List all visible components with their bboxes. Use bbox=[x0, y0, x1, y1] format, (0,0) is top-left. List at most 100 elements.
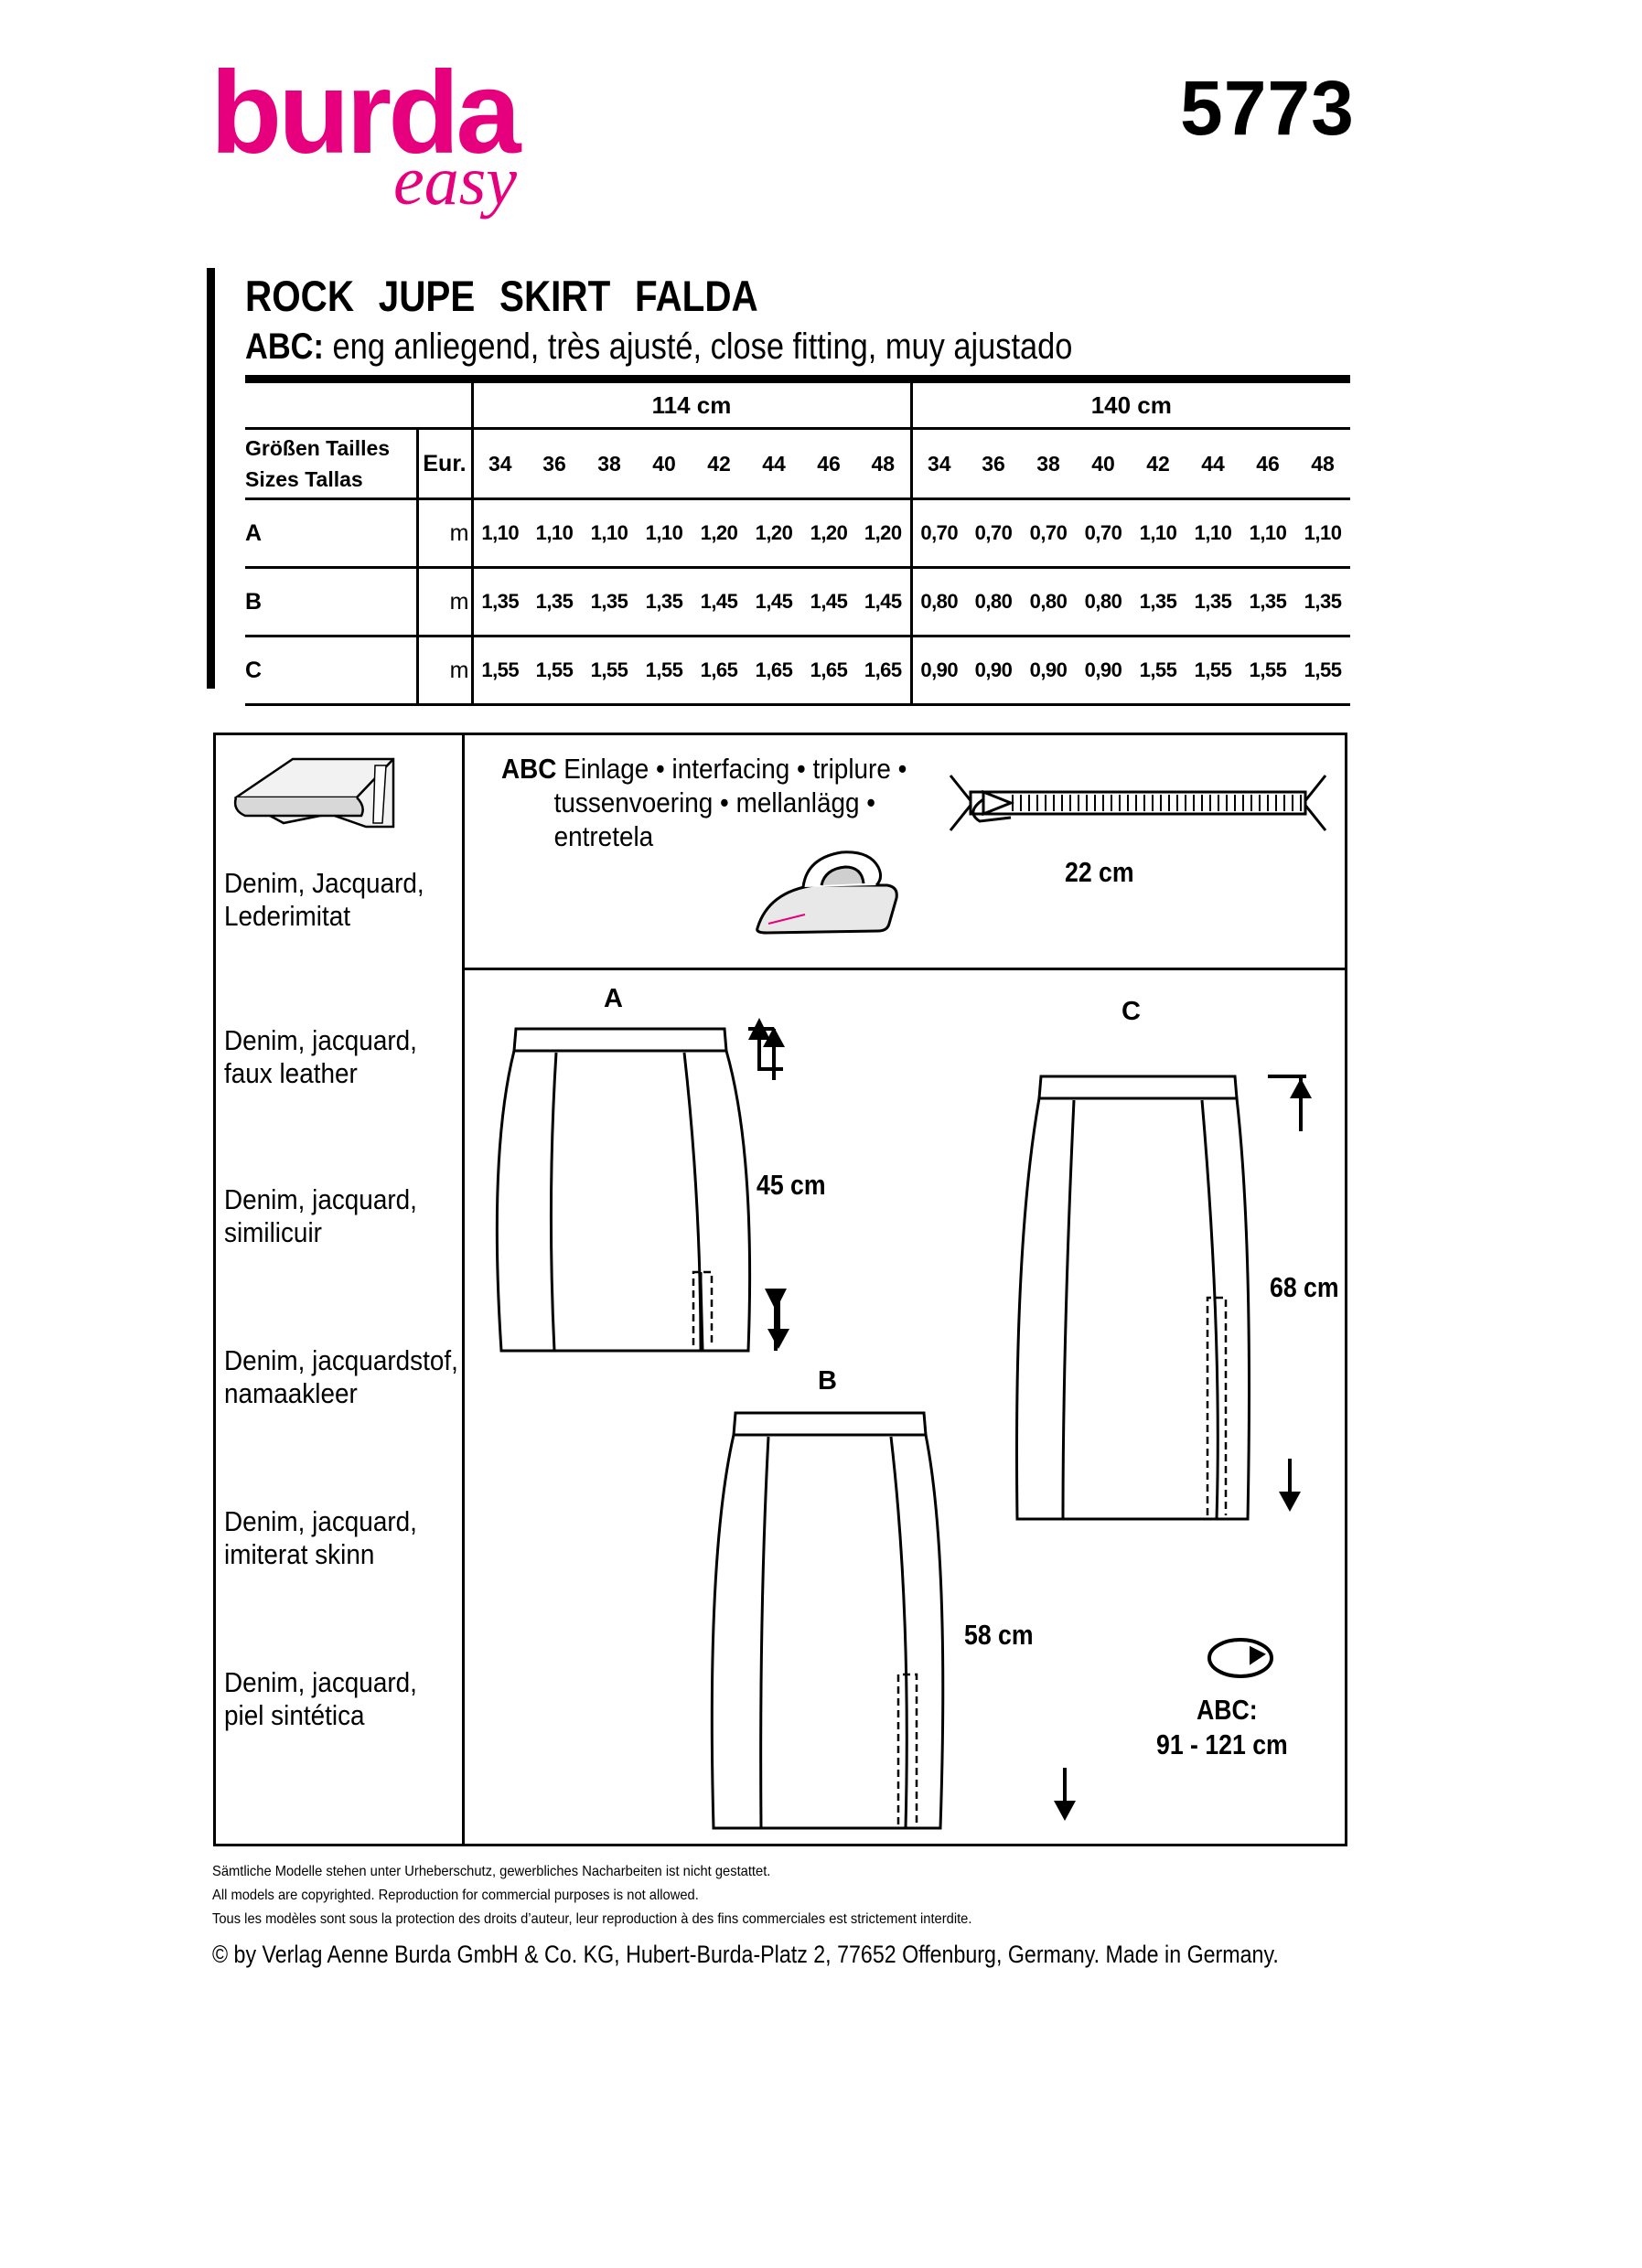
yardage-cell: 1,35 bbox=[1186, 567, 1240, 637]
yardage-cell: 0,70 bbox=[1021, 498, 1076, 569]
yardage-cell: 1,45 bbox=[692, 567, 746, 637]
yardage-table: 114 cm 140 cm Größen Tailles Sizes Talla… bbox=[245, 375, 1351, 706]
view-a-length: 45 cm bbox=[757, 1169, 826, 1201]
yardage-cell: 1,35 bbox=[1240, 567, 1295, 637]
fabric-line-2: piel sintética bbox=[224, 1699, 365, 1731]
size-header-cell: 34 bbox=[472, 428, 527, 500]
skirt-b-drawing bbox=[710, 1411, 945, 1830]
yardage-cell: 1,55 bbox=[1186, 636, 1240, 706]
yardage-cell: 1,10 bbox=[1131, 498, 1186, 569]
size-header-cell: 44 bbox=[1186, 428, 1240, 500]
interfacing-note: ABC Einlage • interfacing • triplure • t… bbox=[501, 752, 907, 853]
burda-easy-logo: burda easy bbox=[210, 48, 521, 217]
skirt-views-drawing bbox=[495, 1018, 1312, 1830]
yardage-cell: 1,10 bbox=[1186, 498, 1240, 569]
skirt-c-bottom-arrowhead bbox=[1279, 1492, 1301, 1512]
view-b-label: B bbox=[818, 1366, 837, 1396]
yardage-cell: 1,65 bbox=[801, 636, 856, 706]
iron-icon bbox=[756, 850, 898, 935]
size-header-cell: 42 bbox=[1131, 428, 1186, 500]
yardage-cell: 0,80 bbox=[911, 567, 966, 637]
yardage-cell: 1,10 bbox=[637, 498, 692, 569]
fabric-line-1: Denim, jacquard, bbox=[224, 1183, 417, 1215]
interfacing-line-3: entretela bbox=[553, 820, 654, 852]
yardage-cell: 1,45 bbox=[746, 567, 801, 637]
fabric-and-views-box bbox=[213, 733, 1347, 1846]
skirt-c-drawing bbox=[1015, 1075, 1250, 1521]
size-header-cell: 36 bbox=[527, 428, 582, 500]
width-140-header: 140 cm bbox=[911, 375, 1351, 430]
yardage-cell: 1,20 bbox=[692, 498, 746, 569]
yardage-cell: 0,70 bbox=[1076, 498, 1131, 569]
yardage-cell: 0,70 bbox=[966, 498, 1021, 569]
yardage-cell: 1,55 bbox=[472, 636, 527, 706]
size-header-cell: 46 bbox=[1240, 428, 1295, 500]
skirt-a-bottom-arrowhead bbox=[767, 1329, 789, 1349]
yardage-cell: 0,90 bbox=[1021, 636, 1076, 706]
fabric-line-2: similicuir bbox=[224, 1216, 322, 1248]
eur-label: Eur. bbox=[415, 428, 474, 500]
yardage-cell: 1,55 bbox=[1131, 636, 1186, 706]
yardage-cell: 0,80 bbox=[966, 567, 1021, 637]
width-114-header: 114 cm bbox=[472, 375, 913, 430]
view-a-label: A bbox=[604, 984, 623, 1013]
yardage-cell: 1,10 bbox=[582, 498, 637, 569]
copyright-note-de: Sämtliche Modelle stehen unter Urhebersc… bbox=[212, 1864, 771, 1879]
logo-burda-text: burda bbox=[210, 48, 521, 178]
yardage-cell: 1,55 bbox=[527, 636, 582, 706]
skirt-b-bottom-arrowhead bbox=[1054, 1801, 1076, 1821]
sizes-label: Größen Tailles Sizes Tallas bbox=[245, 428, 417, 500]
yardage-view-label: A bbox=[245, 498, 417, 569]
fabric-line-2: namaakleer bbox=[224, 1377, 358, 1409]
fabric-line-1: Denim, jacquard, bbox=[224, 1666, 417, 1698]
fit-prefix: ABC: bbox=[245, 326, 324, 367]
view-c-length: 68 cm bbox=[1270, 1271, 1339, 1303]
copyright-note-fr: Tous les modèles sont sous la protection… bbox=[212, 1911, 972, 1927]
title-accent-bar bbox=[207, 268, 215, 689]
yardage-cell: 1,35 bbox=[582, 567, 637, 637]
fabric-suggestion: Denim, jacquard,similicuir bbox=[224, 1183, 417, 1249]
garment-title: ROCK JUPE SKIRT FALDA bbox=[245, 272, 758, 320]
yardage-cell: 1,65 bbox=[692, 636, 746, 706]
fabric-line-1: Denim, jacquard, bbox=[224, 1505, 417, 1537]
fabric-line-2: faux leather bbox=[224, 1057, 358, 1089]
waist-measure-icon bbox=[1207, 1638, 1273, 1678]
fabric-line-2: Lederimitat bbox=[224, 900, 351, 932]
yardage-unit: m bbox=[415, 636, 474, 706]
view-c-label: C bbox=[1121, 997, 1141, 1026]
yardage-cell: 1,45 bbox=[856, 567, 913, 637]
size-header-cell: 46 bbox=[801, 428, 856, 500]
skirt-a-drawing bbox=[495, 1027, 752, 1353]
interfacing-line-1: Einlage • interfacing • triplure • bbox=[563, 753, 907, 785]
size-header-cell: 34 bbox=[911, 428, 966, 500]
size-header-cell: 48 bbox=[1295, 428, 1351, 500]
publisher-copyright: © by Verlag Aenne Burda GmbH & Co. KG, H… bbox=[212, 1941, 1279, 1968]
waist-prefix: ABC: bbox=[1197, 1694, 1258, 1726]
fabric-suggestion: Denim, jacquard,faux leather bbox=[224, 1024, 417, 1090]
size-header-cell: 40 bbox=[1076, 428, 1131, 500]
yardage-cell: 1,55 bbox=[1295, 636, 1351, 706]
fabric-line-1: Denim, jacquardstof, bbox=[224, 1344, 458, 1376]
yardage-cell: 1,20 bbox=[856, 498, 913, 569]
yardage-cell: 1,35 bbox=[1295, 567, 1351, 637]
logo-easy-text: easy bbox=[393, 143, 518, 219]
waist-range: 91 - 121 cm bbox=[1156, 1728, 1288, 1760]
size-header-cell: 38 bbox=[582, 428, 637, 500]
fabric-suggestion: Denim, jacquardstof,namaakleer bbox=[224, 1344, 458, 1410]
yardage-cell: 1,35 bbox=[527, 567, 582, 637]
yardage-cell: 0,90 bbox=[911, 636, 966, 706]
fabric-line-1: Denim, Jacquard, bbox=[224, 867, 424, 899]
yardage-view-label: B bbox=[245, 567, 417, 637]
yardage-cell: 0,80 bbox=[1021, 567, 1076, 637]
yardage-cell: 1,35 bbox=[1131, 567, 1186, 637]
copyright-note-en: All models are copyrighted. Reproduction… bbox=[212, 1888, 699, 1903]
zipper-length: 22 cm bbox=[1065, 856, 1134, 888]
width-header-row: 114 cm 140 cm bbox=[245, 375, 1351, 430]
size-header-cell: 36 bbox=[966, 428, 1021, 500]
fabric-line-2: imiterat skinn bbox=[224, 1538, 375, 1570]
zipper-icon bbox=[949, 775, 1327, 831]
skirt-a-top-arrowhead bbox=[763, 1027, 785, 1047]
